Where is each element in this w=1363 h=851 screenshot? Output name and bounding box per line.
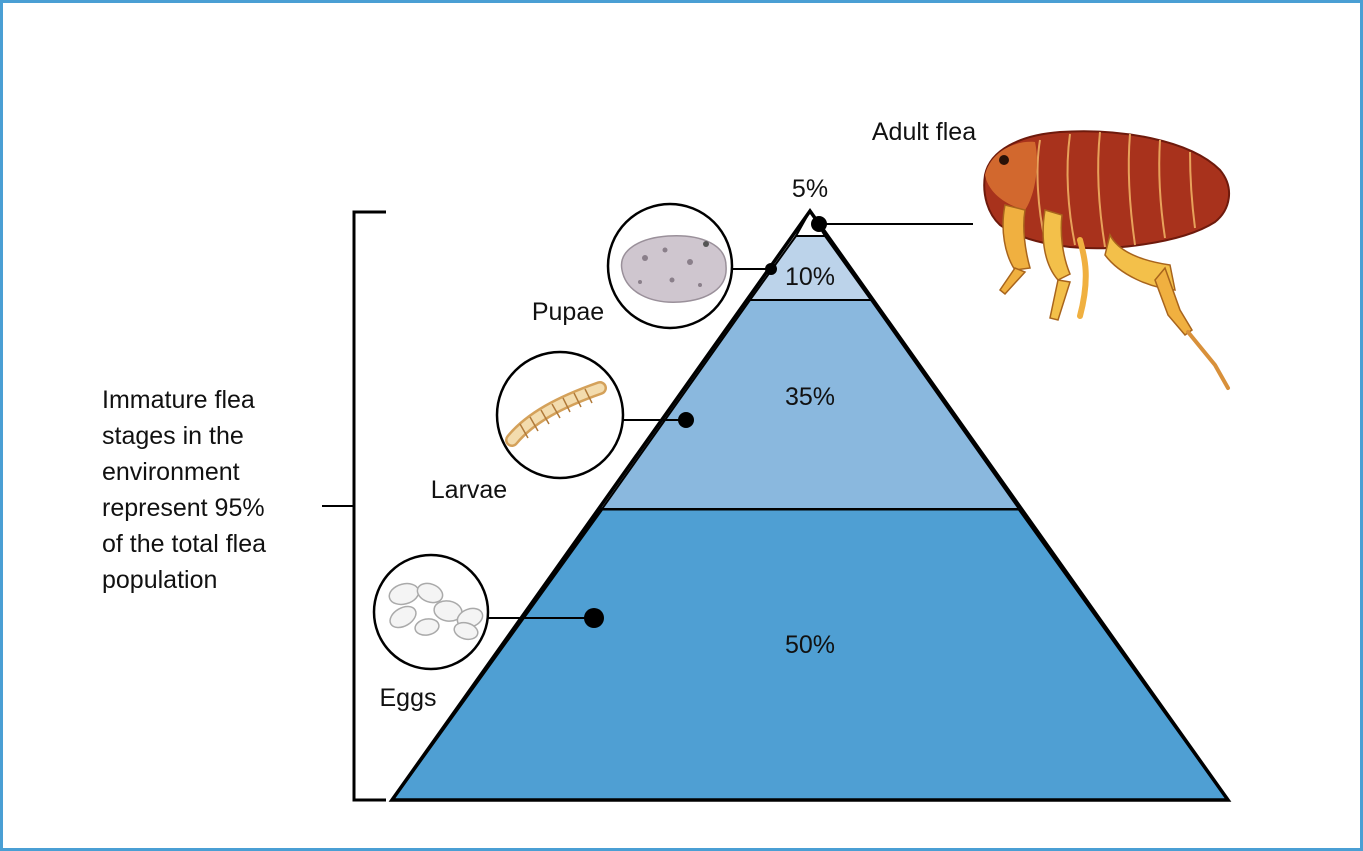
leader-larvae	[623, 412, 694, 428]
leader-eggs	[488, 608, 604, 628]
percent-pupae: 10%	[785, 263, 835, 291]
note-line: of the total flea	[102, 530, 266, 558]
leader-adult	[811, 216, 973, 232]
note-line: stages in the	[102, 422, 244, 450]
note-line: environment	[102, 458, 240, 486]
percent-larvae: 35%	[785, 383, 835, 411]
immature-stages-bracket	[322, 210, 386, 802]
note-line: Immature flea	[102, 386, 255, 414]
label-larvae: Larvae	[431, 476, 507, 504]
larva-icon	[495, 350, 625, 480]
pyramid-outline	[388, 207, 1232, 802]
note-line: represent 95%	[102, 494, 265, 522]
percent-eggs: 50%	[785, 631, 835, 659]
percent-adult: 5%	[792, 175, 828, 203]
eggs-icon	[372, 553, 490, 671]
adult-flea-icon	[983, 130, 1231, 390]
immature-stages-note: Immature flea stages in the environment …	[102, 386, 273, 594]
note-line: population	[102, 566, 217, 594]
label-eggs: Eggs	[380, 684, 437, 712]
leader-pupae	[733, 263, 777, 275]
label-pupae: Pupae	[532, 298, 604, 326]
label-adult: Adult flea	[872, 118, 976, 146]
pupa-icon	[606, 202, 734, 330]
